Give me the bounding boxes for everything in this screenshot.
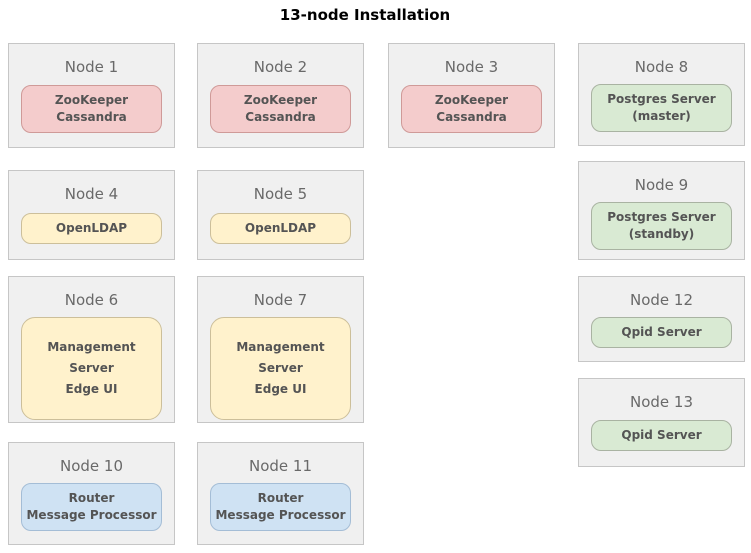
node-card-10: Node 10 Router Message Processor bbox=[8, 442, 175, 545]
service-box-router-mp: Router Message Processor bbox=[210, 483, 351, 531]
node-card-6: Node 6 Management Server Edge UI bbox=[8, 276, 175, 423]
node-title: Node 10 bbox=[59, 457, 123, 475]
node-title: Node 11 bbox=[248, 457, 312, 475]
node-card-8: Node 8 Postgres Server (master) bbox=[578, 43, 745, 146]
service-box-management-edgeui: Management Server Edge UI bbox=[210, 317, 351, 420]
service-label: ZooKeeper bbox=[243, 92, 318, 107]
service-label: Router bbox=[68, 491, 115, 505]
node-title: Node 13 bbox=[629, 393, 693, 411]
node-title: Node 9 bbox=[634, 176, 689, 194]
service-label: Postgres Server bbox=[607, 210, 716, 224]
node-title: Node 6 bbox=[64, 291, 119, 309]
service-box-qpid: Qpid Server bbox=[591, 420, 732, 451]
node-title: Node 3 bbox=[444, 58, 499, 76]
service-label: Message Processor bbox=[215, 508, 346, 522]
service-label: Edge UI bbox=[65, 382, 118, 396]
node-card-13: Node 13 Qpid Server bbox=[578, 378, 745, 467]
service-box-openldap: OpenLDAP bbox=[210, 212, 351, 244]
node-card-9: Node 9 Postgres Server (standby) bbox=[578, 161, 745, 260]
service-box-zookeeper-cassandra: ZooKeeper Cassandra bbox=[210, 84, 351, 133]
service-area: Qpid Server bbox=[591, 419, 732, 452]
service-label: Cassandra bbox=[56, 109, 127, 124]
node-title: Node 2 bbox=[253, 58, 308, 76]
service-box-router-mp: Router Message Processor bbox=[21, 483, 162, 531]
node-card-4: Node 4 OpenLDAP bbox=[8, 170, 175, 260]
node-title: Node 8 bbox=[634, 58, 689, 76]
node-title: Node 12 bbox=[629, 291, 693, 309]
service-area: Management Server Edge UI bbox=[21, 317, 162, 420]
service-label: Cassandra bbox=[436, 109, 507, 124]
service-area: Postgres Server (standby) bbox=[591, 202, 732, 250]
service-label: Router bbox=[257, 491, 304, 505]
service-label: Edge UI bbox=[254, 382, 307, 396]
service-label: ZooKeeper bbox=[54, 92, 129, 107]
service-area: Management Server Edge UI bbox=[210, 317, 351, 420]
service-label: Message Processor bbox=[26, 508, 157, 522]
service-area: Router Message Processor bbox=[210, 483, 351, 531]
service-label: Management Server bbox=[236, 340, 325, 375]
node-title: Node 7 bbox=[253, 291, 308, 309]
service-area: OpenLDAP bbox=[210, 211, 351, 245]
service-area: Qpid Server bbox=[591, 317, 732, 348]
service-label: Qpid Server bbox=[621, 428, 702, 442]
node-card-2: Node 2 ZooKeeper Cassandra bbox=[197, 43, 364, 148]
node-card-1: Node 1 ZooKeeper Cassandra bbox=[8, 43, 175, 148]
service-area: OpenLDAP bbox=[21, 211, 162, 245]
node-card-7: Node 7 Management Server Edge UI bbox=[197, 276, 364, 423]
node-title: Node 4 bbox=[64, 185, 119, 203]
page-title: 13-node Installation bbox=[279, 6, 451, 24]
service-label: Qpid Server bbox=[621, 325, 702, 339]
node-title: Node 1 bbox=[64, 58, 119, 76]
node-card-12: Node 12 Qpid Server bbox=[578, 276, 745, 362]
service-label: (master) bbox=[632, 109, 691, 123]
service-area: ZooKeeper Cassandra bbox=[21, 84, 162, 133]
node-card-3: Node 3 ZooKeeper Cassandra bbox=[388, 43, 555, 148]
service-area: ZooKeeper Cassandra bbox=[401, 84, 542, 133]
service-area: Postgres Server (master) bbox=[591, 84, 732, 132]
service-label: ZooKeeper bbox=[434, 92, 509, 107]
service-box-zookeeper-cassandra: ZooKeeper Cassandra bbox=[21, 84, 162, 133]
service-box-postgres-master: Postgres Server (master) bbox=[591, 84, 732, 132]
service-label: OpenLDAP bbox=[244, 220, 317, 235]
service-box-management-edgeui: Management Server Edge UI bbox=[21, 317, 162, 420]
service-label: (standby) bbox=[628, 227, 695, 241]
service-label: Management Server bbox=[47, 340, 136, 375]
node-card-11: Node 11 Router Message Processor bbox=[197, 442, 364, 545]
service-area: ZooKeeper Cassandra bbox=[210, 84, 351, 133]
service-box-openldap: OpenLDAP bbox=[21, 212, 162, 244]
service-box-zookeeper-cassandra: ZooKeeper Cassandra bbox=[401, 84, 542, 133]
node-card-5: Node 5 OpenLDAP bbox=[197, 170, 364, 260]
node-title: Node 5 bbox=[253, 185, 308, 203]
service-box-qpid: Qpid Server bbox=[591, 317, 732, 348]
service-label: Cassandra bbox=[245, 109, 316, 124]
service-area: Router Message Processor bbox=[21, 483, 162, 531]
service-label: Postgres Server bbox=[607, 92, 716, 106]
service-box-postgres-standby: Postgres Server (standby) bbox=[591, 202, 732, 250]
service-label: OpenLDAP bbox=[55, 220, 128, 235]
